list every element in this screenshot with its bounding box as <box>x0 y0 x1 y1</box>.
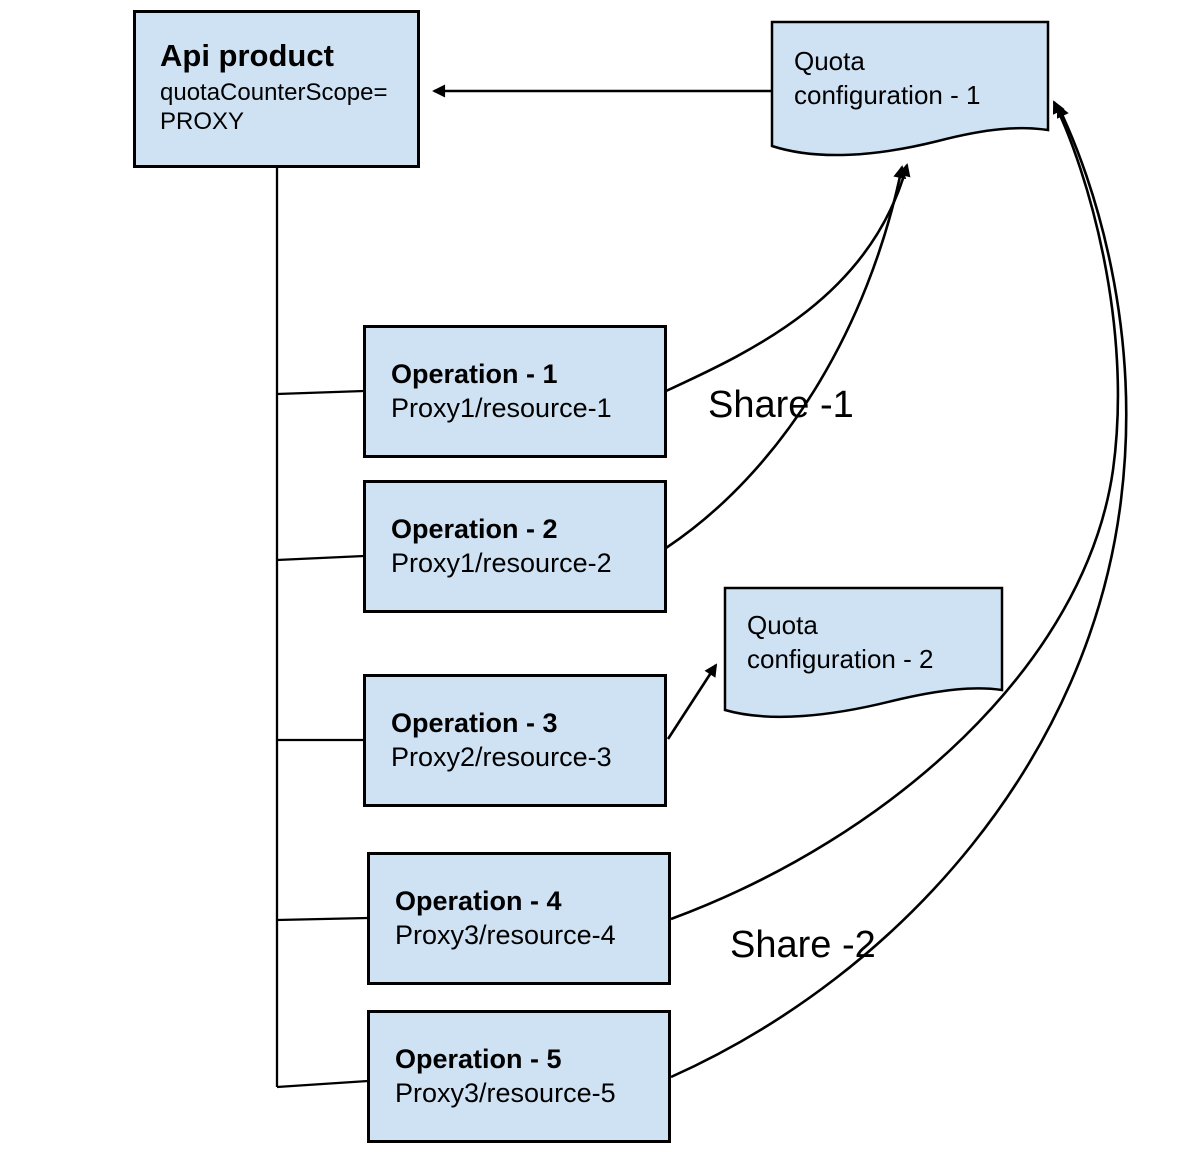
share-2-label: Share -2 <box>730 924 876 966</box>
operation-1-resource: Proxy1/resource-1 <box>391 392 612 423</box>
edge-trunk-to-op4 <box>276 916 369 922</box>
operation-4-node: Operation - 4 Proxy3/resource-4 <box>367 852 671 985</box>
edge-op1-to-quota1 <box>665 163 911 393</box>
operation-4-title: Operation - 4 <box>395 885 562 916</box>
edge-op4-to-quota1 <box>670 100 1120 921</box>
operation-5-resource: Proxy3/resource-5 <box>395 1077 616 1108</box>
operation-2-node: Operation - 2 Proxy1/resource-2 <box>363 480 667 613</box>
api-product-scope-value: PROXY <box>160 107 245 135</box>
edge-op3-to-quota2 <box>666 663 718 740</box>
quota1-line2: configuration - 1 <box>794 80 981 110</box>
quota-configuration-2-shape <box>723 586 1004 719</box>
operation-2-title: Operation - 2 <box>391 513 558 544</box>
share-1-label: Share -1 <box>708 384 854 426</box>
quota-configuration-1-shape <box>770 20 1050 157</box>
quota2-line1: Quota <box>747 610 818 640</box>
operation-3-title: Operation - 3 <box>391 707 558 738</box>
operation-3-node: Operation - 3 Proxy2/resource-3 <box>363 674 667 807</box>
api-product-title: Api product <box>160 38 334 73</box>
edge-trunk-to-op2 <box>276 554 365 562</box>
edge-op5-to-quota1 <box>670 104 1128 1079</box>
quota-configuration-1-label: Quota configuration - 1 <box>794 44 980 112</box>
operation-5-node: Operation - 5 Proxy3/resource-5 <box>367 1010 671 1143</box>
api-product-node: Api product quotaCounterScope= PROXY <box>133 10 420 168</box>
operation-2-resource: Proxy1/resource-2 <box>391 547 612 578</box>
operation-3-resource: Proxy2/resource-3 <box>391 741 612 772</box>
operation-5-title: Operation - 5 <box>395 1043 562 1074</box>
operation-1-node: Operation - 1 Proxy1/resource-1 <box>363 325 667 458</box>
edge-trunk-to-op5 <box>276 1079 369 1089</box>
api-product-scope-line: quotaCounterScope= <box>160 79 388 107</box>
edge-trunk-to-op1 <box>276 389 365 396</box>
operation-4-resource: Proxy3/resource-4 <box>395 919 616 950</box>
quota2-line2: configuration - 2 <box>747 644 934 674</box>
quota1-line1: Quota <box>794 46 865 76</box>
operation-1-title: Operation - 1 <box>391 358 558 389</box>
edge-op2-to-quota1 <box>665 165 907 550</box>
quota-configuration-2-label: Quota configuration - 2 <box>747 608 933 676</box>
